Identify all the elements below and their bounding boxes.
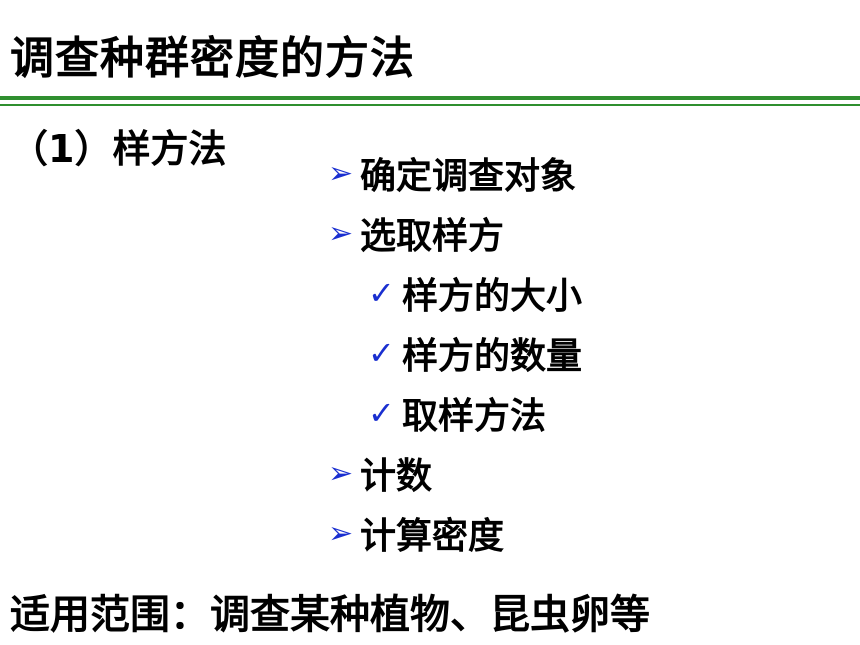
sub-list-item: ✓ 样方的大小 [328, 263, 582, 323]
list-item-text: 确定调查对象 [360, 156, 577, 197]
list-item-text: 样方的数量 [402, 336, 583, 377]
arrow-bullet-icon: ➢ [328, 215, 354, 251]
arrow-bullet-icon: ➢ [328, 515, 354, 551]
arrow-bullet-icon: ➢ [328, 155, 354, 191]
sub-list-item: ✓ 样方的数量 [328, 323, 582, 383]
title-divider-thin [0, 104, 860, 106]
sub-list-item: ✓ 取样方法 [328, 383, 582, 443]
list-item-text: 计数 [360, 456, 433, 497]
title-divider-thick [0, 96, 860, 100]
list-item-text: 样方的大小 [402, 276, 583, 317]
list-item: ➢ 计算密度 [328, 503, 582, 563]
list-item-text: 选取样方 [360, 216, 505, 257]
list-item: ➢ 计数 [328, 443, 582, 503]
checkmark-bullet-icon: ✓ [368, 334, 395, 372]
list-item: ➢ 确定调查对象 [328, 143, 582, 203]
checkmark-bullet-icon: ✓ [368, 394, 395, 432]
list-item-text: 取样方法 [402, 396, 547, 437]
list-item: ➢ 选取样方 [328, 203, 582, 263]
method-steps-list: ➢ 确定调查对象 ➢ 选取样方 ✓ 样方的大小 ✓ 样方的数量 ✓ 取样方法 ➢… [328, 143, 582, 563]
scope-note: 适用范围：调查某种植物、昆虫卵等 [10, 592, 650, 638]
section-heading: （1）样方法 [10, 127, 227, 171]
list-item-text: 计算密度 [360, 516, 505, 557]
page-title: 调查种群密度的方法 [10, 33, 415, 84]
arrow-bullet-icon: ➢ [328, 455, 354, 491]
checkmark-bullet-icon: ✓ [368, 274, 395, 312]
